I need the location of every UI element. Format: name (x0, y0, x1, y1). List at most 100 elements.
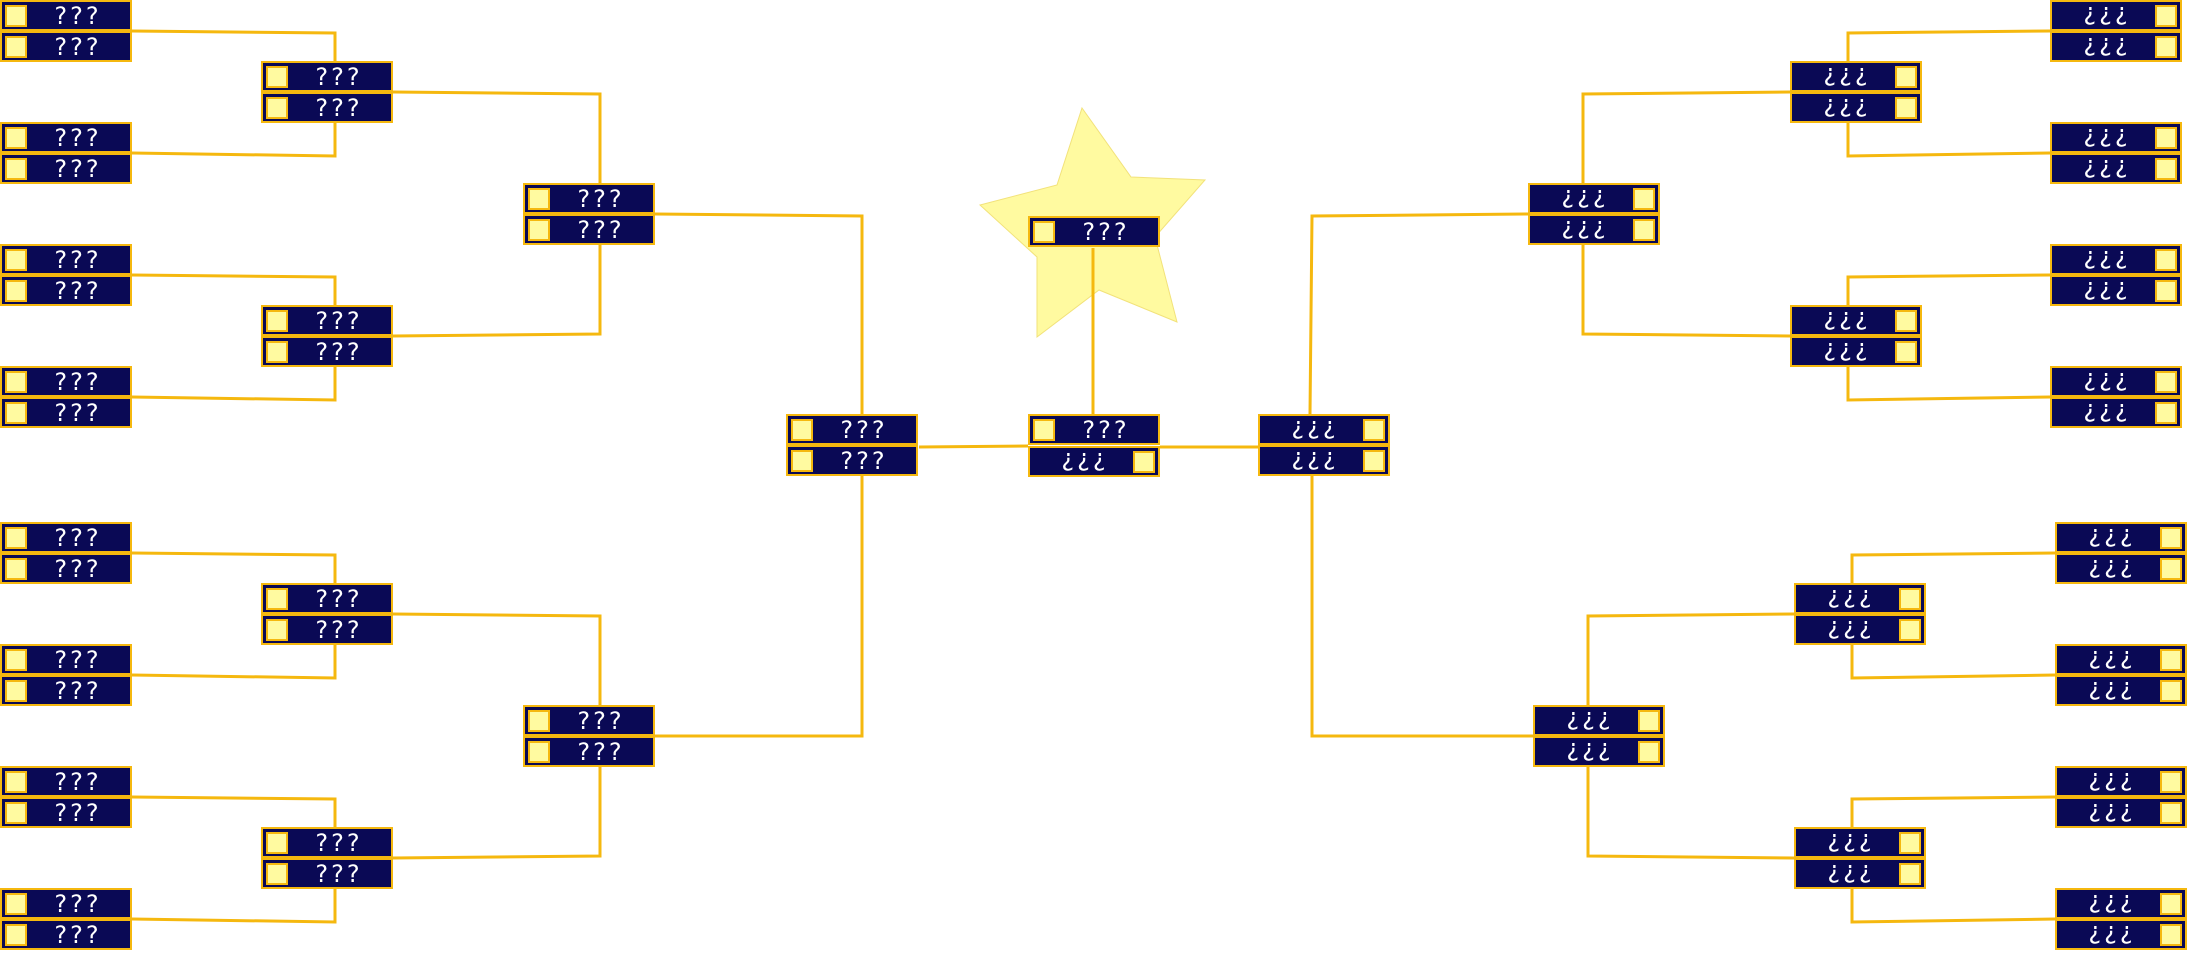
round1-match[interactable]: ??? (2055, 797, 2187, 828)
checkbox-icon[interactable] (2155, 36, 2177, 58)
round2-match[interactable]: ??? (261, 614, 393, 645)
checkbox-icon[interactable] (528, 710, 550, 732)
finalist-slot[interactable]: ??? (1028, 446, 1160, 477)
checkbox-icon[interactable] (5, 127, 27, 149)
semifinal-match[interactable]: ??? (786, 414, 918, 445)
quarterfinal-match[interactable]: ??? (523, 705, 655, 736)
checkbox-icon[interactable] (2160, 924, 2182, 946)
semifinal-match[interactable]: ??? (1258, 414, 1390, 445)
round1-match[interactable]: ??? (2050, 153, 2182, 184)
round1-match[interactable]: ??? (2050, 0, 2182, 31)
checkbox-icon[interactable] (5, 924, 27, 946)
round2-match[interactable]: ??? (1790, 92, 1922, 123)
round1-match[interactable]: ??? (2050, 366, 2182, 397)
checkbox-icon[interactable] (1633, 219, 1655, 241)
checkbox-icon[interactable] (1899, 832, 1921, 854)
round1-match[interactable]: ??? (2050, 31, 2182, 62)
checkbox-icon[interactable] (266, 66, 288, 88)
checkbox-icon[interactable] (1899, 863, 1921, 885)
checkbox-icon[interactable] (266, 619, 288, 641)
quarterfinal-match[interactable]: ??? (1528, 183, 1660, 214)
round1-match[interactable]: ??? (2055, 675, 2187, 706)
checkbox-icon[interactable] (5, 371, 27, 393)
checkbox-icon[interactable] (791, 450, 813, 472)
checkbox-icon[interactable] (528, 188, 550, 210)
checkbox-icon[interactable] (2155, 371, 2177, 393)
quarterfinal-match[interactable]: ??? (523, 183, 655, 214)
checkbox-icon[interactable] (5, 280, 27, 302)
checkbox-icon[interactable] (1899, 619, 1921, 641)
round1-match[interactable]: ??? (2050, 244, 2182, 275)
checkbox-icon[interactable] (5, 158, 27, 180)
checkbox-icon[interactable] (2155, 158, 2177, 180)
round1-match[interactable]: ??? (0, 31, 132, 62)
checkbox-icon[interactable] (5, 558, 27, 580)
quarterfinal-match[interactable]: ??? (1528, 214, 1660, 245)
round1-match[interactable]: ??? (0, 675, 132, 706)
checkbox-icon[interactable] (5, 527, 27, 549)
checkbox-icon[interactable] (528, 219, 550, 241)
round1-match[interactable]: ??? (0, 553, 132, 584)
quarterfinal-match[interactable]: ??? (1533, 705, 1665, 736)
round2-match[interactable]: ??? (1794, 858, 1926, 889)
round1-match[interactable]: ??? (0, 797, 132, 828)
checkbox-icon[interactable] (1033, 221, 1055, 243)
checkbox-icon[interactable] (1633, 188, 1655, 210)
checkbox-icon[interactable] (791, 419, 813, 441)
round2-match[interactable]: ??? (1794, 827, 1926, 858)
round1-match[interactable]: ??? (2050, 122, 2182, 153)
checkbox-icon[interactable] (528, 741, 550, 763)
semifinal-match[interactable]: ??? (1258, 445, 1390, 476)
round1-match[interactable]: ??? (0, 0, 132, 31)
checkbox-icon[interactable] (2155, 249, 2177, 271)
round2-match[interactable]: ??? (261, 305, 393, 336)
checkbox-icon[interactable] (1363, 419, 1385, 441)
checkbox-icon[interactable] (5, 802, 27, 824)
checkbox-icon[interactable] (266, 863, 288, 885)
round1-match[interactable]: ??? (2055, 553, 2187, 584)
quarterfinal-match[interactable]: ??? (523, 736, 655, 767)
checkbox-icon[interactable] (2155, 402, 2177, 424)
finalist-slot[interactable]: ??? (1028, 414, 1160, 445)
round2-match[interactable]: ??? (261, 336, 393, 367)
checkbox-icon[interactable] (2160, 893, 2182, 915)
checkbox-icon[interactable] (5, 771, 27, 793)
round2-match[interactable]: ??? (1790, 336, 1922, 367)
round1-match[interactable]: ??? (0, 122, 132, 153)
checkbox-icon[interactable] (2160, 802, 2182, 824)
round1-match[interactable]: ??? (2055, 644, 2187, 675)
round2-match[interactable]: ??? (261, 61, 393, 92)
checkbox-icon[interactable] (5, 893, 27, 915)
checkbox-icon[interactable] (1363, 450, 1385, 472)
checkbox-icon[interactable] (5, 36, 27, 58)
round2-match[interactable]: ??? (1794, 614, 1926, 645)
checkbox-icon[interactable] (5, 402, 27, 424)
checkbox-icon[interactable] (1899, 588, 1921, 610)
checkbox-icon[interactable] (1033, 419, 1055, 441)
round1-match[interactable]: ??? (2055, 919, 2187, 950)
round1-match[interactable]: ??? (0, 397, 132, 428)
checkbox-icon[interactable] (2155, 127, 2177, 149)
checkbox-icon[interactable] (2155, 5, 2177, 27)
champion-slot[interactable]: ??? (1028, 216, 1160, 247)
checkbox-icon[interactable] (266, 97, 288, 119)
checkbox-icon[interactable] (1133, 451, 1155, 473)
round1-match[interactable]: ??? (0, 366, 132, 397)
checkbox-icon[interactable] (1895, 341, 1917, 363)
quarterfinal-match[interactable]: ??? (523, 214, 655, 245)
round1-match[interactable]: ??? (0, 888, 132, 919)
checkbox-icon[interactable] (1638, 710, 1660, 732)
checkbox-icon[interactable] (2160, 680, 2182, 702)
round1-match[interactable]: ??? (0, 244, 132, 275)
round1-match[interactable]: ??? (2055, 522, 2187, 553)
checkbox-icon[interactable] (266, 588, 288, 610)
checkbox-icon[interactable] (266, 341, 288, 363)
round1-match[interactable]: ??? (2055, 888, 2187, 919)
checkbox-icon[interactable] (5, 5, 27, 27)
round2-match[interactable]: ??? (261, 92, 393, 123)
round1-match[interactable]: ??? (0, 275, 132, 306)
round2-match[interactable]: ??? (261, 858, 393, 889)
checkbox-icon[interactable] (266, 832, 288, 854)
checkbox-icon[interactable] (5, 680, 27, 702)
round1-match[interactable]: ??? (2050, 397, 2182, 428)
